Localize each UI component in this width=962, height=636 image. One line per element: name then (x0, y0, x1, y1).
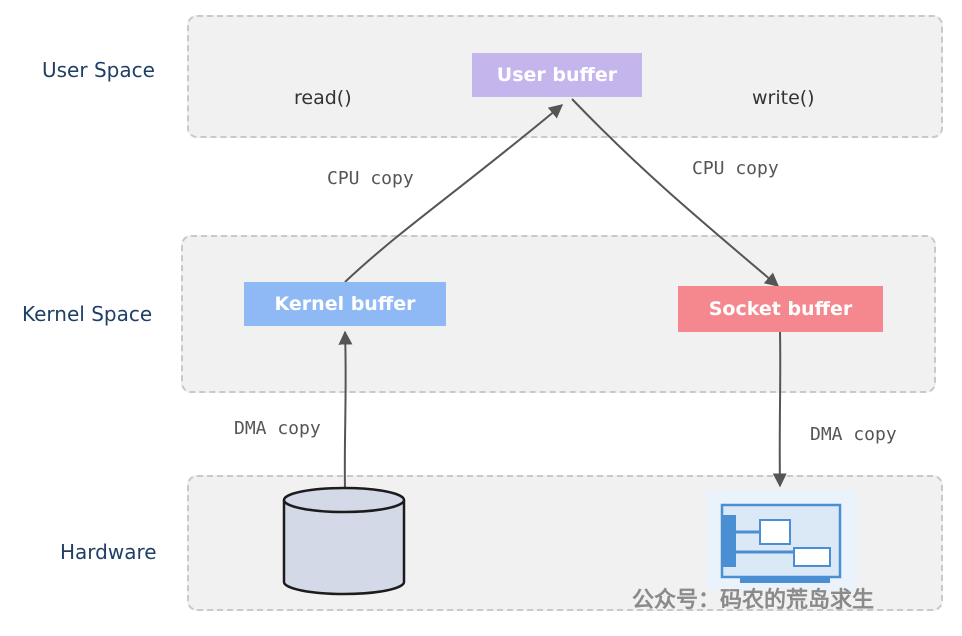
kernel-buffer-box: Kernel buffer (244, 282, 446, 326)
kernel-space-label: Kernel Space (22, 302, 153, 326)
read-call-label: read() (294, 87, 352, 109)
write-call-label: write() (752, 87, 815, 109)
disk-icon (282, 486, 406, 596)
dma-copy-label-right: DMA copy (810, 424, 897, 445)
socket-buffer-box: Socket buffer (678, 286, 883, 332)
arrow-socket-to-nic (772, 331, 787, 488)
cpu-copy-label-right: CPU copy (692, 158, 779, 179)
dma-copy-label-left: DMA copy (234, 418, 321, 439)
user-buffer-box: User buffer (472, 53, 642, 97)
arrow-disk-to-kernel (338, 330, 353, 490)
arrow-kernel-to-user (344, 104, 564, 283)
arrow-user-to-socket (571, 98, 780, 287)
watermark-text: 公众号：码农的荒岛求生 (632, 588, 875, 613)
user-space-label: User Space (42, 58, 155, 82)
cpu-copy-label-left: CPU copy (327, 168, 414, 189)
network-card-icon (707, 490, 857, 590)
hardware-label: Hardware (60, 540, 157, 564)
